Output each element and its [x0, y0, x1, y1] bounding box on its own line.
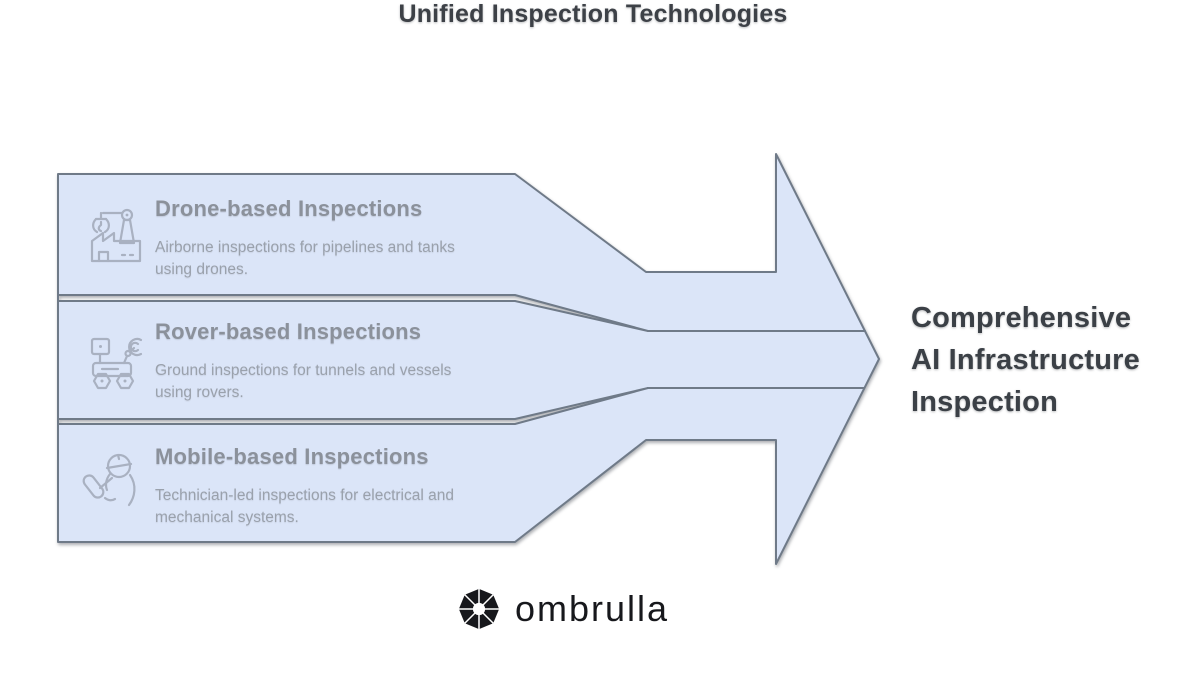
ombrulla-logo: ombrulla: [456, 586, 669, 632]
ombrulla-umbrella-icon: [458, 588, 500, 630]
band-description: Ground inspections for tunnels and vesse…: [155, 360, 535, 403]
description-line: mechanical systems.: [155, 508, 299, 526]
description-line: using drones.: [155, 260, 249, 278]
band-description: Airborne inspections for pipelines and t…: [155, 237, 535, 280]
band-drone-based: Drone-based Inspections Airborne inspect…: [155, 196, 535, 280]
band-heading: Drone-based Inspections: [155, 196, 423, 221]
description-line: using rovers.: [155, 383, 244, 401]
band-heading: Rover-based Inspections: [155, 319, 422, 344]
ombrulla-wordmark: ombrulla: [515, 588, 670, 629]
technician-icon: [78, 446, 144, 520]
description-line: Technician-led inspections for electrica…: [155, 487, 454, 504]
strip-separator-lines: [647, 330, 866, 389]
band-mobile-based: Mobile-based Inspections Technician-led …: [155, 444, 535, 528]
band-rover-based: Rover-based Inspections Ground inspectio…: [155, 319, 535, 403]
result-line: AI Infrastructure: [911, 344, 1140, 376]
factory-crane-icon: [84, 203, 148, 267]
band-description: Technician-led inspections for electrica…: [155, 485, 535, 528]
description-line: Airborne inspections for pipelines and t…: [155, 239, 455, 256]
result-line: Comprehensive: [911, 302, 1132, 334]
result-line: Inspection: [911, 386, 1059, 418]
result-text: Comprehensive AI Infrastructure Inspecti…: [911, 297, 1140, 423]
band-heading: Mobile-based Inspections: [155, 444, 429, 469]
description-line: Ground inspections for tunnels and vesse…: [155, 362, 452, 379]
diagram-title: Unified Inspection Technologies: [398, 0, 788, 28]
arrow-outline: [57, 153, 880, 565]
rover-icon: [80, 327, 144, 391]
